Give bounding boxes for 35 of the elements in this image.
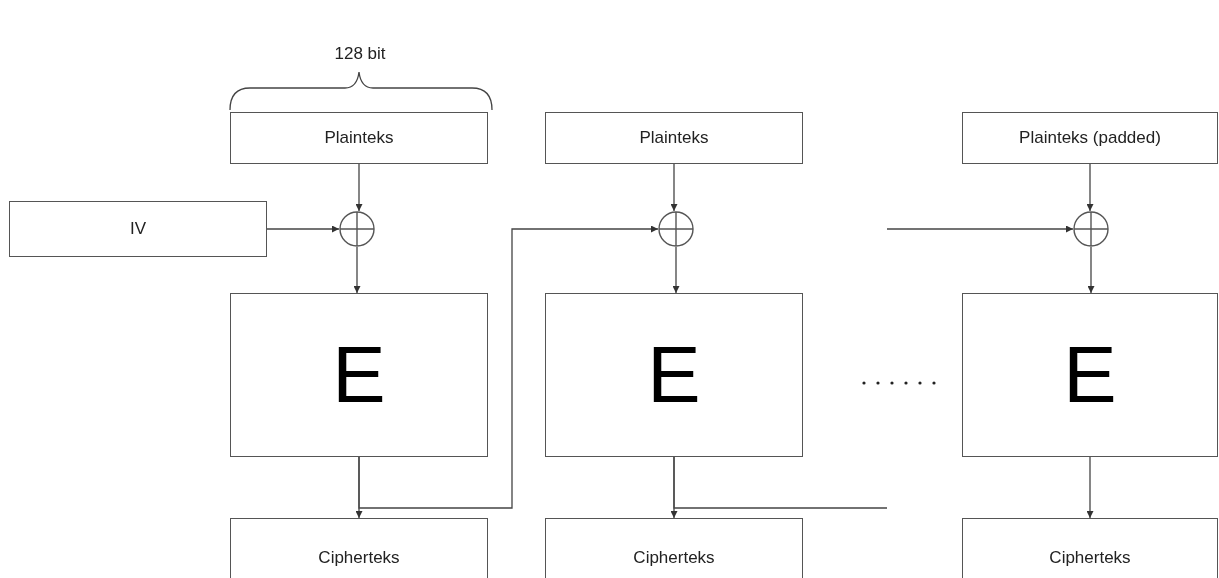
xor-circle-symbol <box>1073 211 1109 247</box>
data-box <box>545 112 803 164</box>
box-label: Plainteks <box>324 128 394 148</box>
xor-circle-symbol <box>339 211 375 247</box>
arrow <box>886 225 1074 233</box>
encryption-block <box>545 293 803 457</box>
data-box <box>545 518 803 578</box>
input-box <box>9 201 267 257</box>
encryption-block <box>962 293 1218 457</box>
data-box <box>962 518 1218 578</box>
arrow <box>1086 163 1094 212</box>
block-label: E <box>1063 329 1117 421</box>
block-label: E <box>647 329 701 421</box>
size-label: 128 bit <box>333 44 387 64</box>
box-label: Cipherteks <box>633 548 715 568</box>
box-label: Plainteks <box>639 128 709 148</box>
box-label: IV <box>129 219 147 239</box>
arrow <box>358 225 659 509</box>
data-box <box>230 112 488 164</box>
box-label: Cipherteks <box>318 548 400 568</box>
arrow <box>1087 246 1095 294</box>
encryption-block <box>230 293 488 457</box>
arrow <box>266 225 340 233</box>
data-box <box>230 518 488 578</box>
xor-circle-symbol <box>658 211 694 247</box>
arrow <box>1086 456 1094 519</box>
line <box>673 456 888 509</box>
arrow <box>355 163 363 212</box>
box-label: Cipherteks <box>1049 548 1131 568</box>
arrow <box>353 246 361 294</box>
box-label: Plainteks (padded) <box>1019 128 1161 148</box>
data-box <box>962 112 1218 164</box>
arrow <box>672 246 680 294</box>
arrow <box>670 163 678 212</box>
block-label: E <box>332 329 386 421</box>
